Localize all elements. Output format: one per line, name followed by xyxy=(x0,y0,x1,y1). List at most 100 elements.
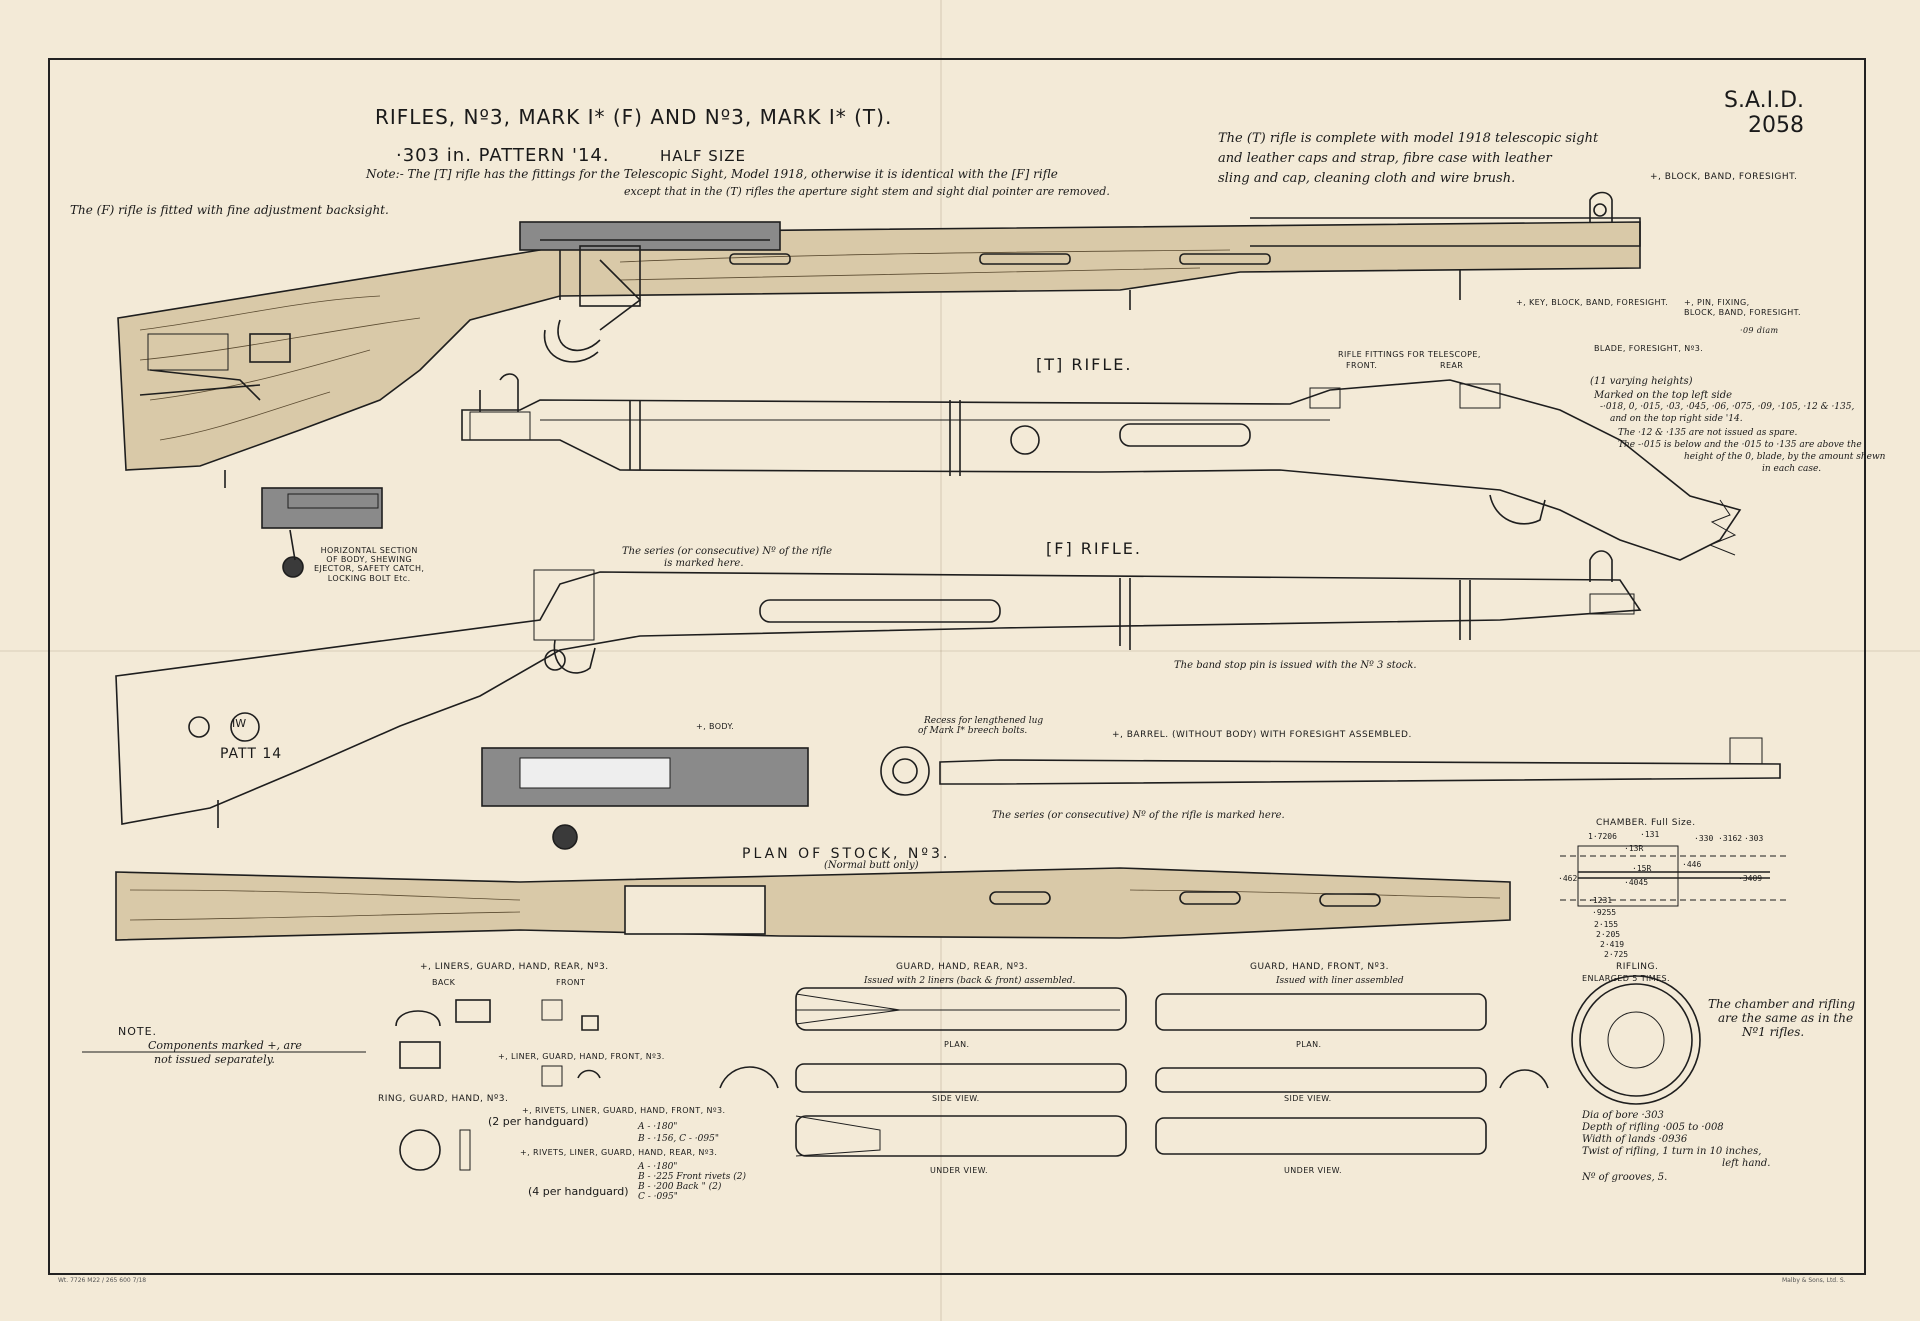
blade-note-4: and on the top right side '14. xyxy=(1610,414,1743,424)
guard-hand-rear-label: GUARD, HAND, REAR, Nº3. xyxy=(896,962,1029,972)
recess-note-1: Recess for lengthened lug xyxy=(924,716,1044,726)
iw-mark: IW xyxy=(232,717,247,730)
blade-note-8: in each case. xyxy=(1762,464,1822,474)
t-rifle-drawing xyxy=(461,373,1742,561)
rivet-rear-c: B - ·200 Back " (2) xyxy=(638,1182,722,1192)
fittings-rear-label: REAR xyxy=(1440,361,1464,370)
rivets-front-label: +, RIVETS, LINER, GUARD, HAND, FRONT, Nº… xyxy=(522,1106,726,1115)
printer-imprint-left: Wt. 7726 M22 / 265 600 7/18 xyxy=(58,1277,147,1284)
bore-note-4: Twist of rifling, 1 turn in 10 inches, xyxy=(1582,1146,1762,1157)
front-label: FRONT xyxy=(556,978,586,987)
back-label: BACK xyxy=(432,978,456,987)
t-rifle-note-2: and leather caps and strap, fibre case w… xyxy=(1218,151,1552,166)
sheet-border xyxy=(48,58,1866,1275)
chamber-dim: ·462 xyxy=(1558,874,1578,883)
barrel-drawing xyxy=(880,737,1781,796)
chamber-dimensions: 1·7206 ·131 ·13R ·15R ·4045 ·3409 ·462 ·… xyxy=(1558,830,1788,959)
plan-of-stock-drawing xyxy=(115,867,1511,941)
rivet-rear-d: C - ·095" xyxy=(638,1192,678,1202)
chamber-note-1: The chamber and rifling xyxy=(1708,997,1856,1011)
liners-label: +, LINERS, GUARD, HAND, REAR, Nº3. xyxy=(420,962,609,972)
ref-line-1: S.A.I.D. xyxy=(1724,88,1805,113)
under-view-label-rear: UNDER VIEW. xyxy=(930,1166,988,1175)
chamber-dim: ·1231 xyxy=(1588,896,1613,905)
chamber-dim: ·9255 xyxy=(1592,908,1617,917)
key-block-label: +, KEY, BLOCK, BAND, FORESIGHT. xyxy=(1516,298,1669,307)
side-view-label-front: SIDE VIEW. xyxy=(1284,1094,1332,1103)
note-components-2: not issued separately. xyxy=(154,1053,275,1066)
band-stop-note: The band stop pin is issued with the Nº … xyxy=(1174,660,1417,671)
bore-note-6: Nº of grooves, 5. xyxy=(1582,1172,1668,1183)
chamber-dim: ·15R xyxy=(1632,864,1652,873)
per-2-label: (2 per handguard) xyxy=(488,1115,589,1128)
rivet-rear-b: B - ·225 Front rivets (2) xyxy=(638,1172,746,1182)
per-4-label: (4 per handguard) xyxy=(528,1185,629,1198)
hsec-line-4: LOCKING BOLT Etc. xyxy=(327,573,411,583)
liners-rings-drawing xyxy=(395,999,779,1171)
block-band-label: +, BLOCK, BAND, FORESIGHT. xyxy=(1650,172,1798,182)
chamber-dim: ·3409 xyxy=(1738,874,1763,883)
rivet-front-b: B - ·156, C - ·095" xyxy=(638,1134,719,1144)
ref-line-2: 2058 xyxy=(1748,113,1805,139)
blade-note-2: Marked on the top left side xyxy=(1594,390,1733,401)
guard-hand-rear-sub: Issued with 2 liners (back & front) asse… xyxy=(864,976,1076,986)
note-line-1: Note:- The [T] rifle has the fittings fo… xyxy=(366,167,1058,181)
plan-of-stock-label: PLAN OF STOCK, Nº3. xyxy=(742,846,951,862)
barrel-series-note: The series (or consecutive) Nº of the ri… xyxy=(992,810,1285,821)
chamber-dim: 2·155 xyxy=(1594,920,1619,929)
plan-of-stock-sub: (Normal butt only) xyxy=(824,860,919,871)
body-inset-drawing xyxy=(481,747,809,850)
chamber-dim: 1·7206 xyxy=(1588,832,1617,841)
note-header: NOTE. xyxy=(118,1025,158,1038)
chamber-dim: ·13R xyxy=(1624,844,1644,853)
chamber-dim: ·330 xyxy=(1694,834,1714,843)
t-rifle-note-1: The (T) rifle is complete with model 191… xyxy=(1218,131,1599,146)
f-rifle-note: The (F) rifle is fitted with fine adjust… xyxy=(70,203,389,217)
ref-number: S.A.I.D. 2058 xyxy=(1724,88,1804,139)
note-components-1: Components marked +, are xyxy=(148,1039,302,1052)
recess-note-2: of Mark I* breech bolts. xyxy=(918,726,1028,736)
page-subtitle: ·303 in. PATTERN '14. xyxy=(396,145,610,166)
fittings-label: RIFLE FITTINGS FOR TELESCOPE, xyxy=(1338,350,1481,359)
chamber-dim: ·446 xyxy=(1682,860,1702,869)
body-label: +, BODY. xyxy=(696,722,735,731)
bore-note-5: left hand. xyxy=(1722,1158,1771,1169)
series-note-2: is marked here. xyxy=(664,558,744,569)
horizontal-section-inset xyxy=(261,487,383,578)
guard-hand-front-sub: Issued with liner assembled xyxy=(1276,976,1404,986)
series-note-1: The series (or consecutive) Nº of the ri… xyxy=(622,546,833,557)
page-title: RIFLES, Nº3, MARK I* (F) AND Nº3, MARK I… xyxy=(375,105,893,129)
ring-label: RING, GUARD, HAND, Nº3. xyxy=(378,1094,509,1104)
plan-label-front: PLAN. xyxy=(1296,1040,1322,1049)
fold-crease-horizontal xyxy=(0,650,1920,652)
f-rifle-drawing xyxy=(115,550,1642,828)
liner-front-label: +, LINER, GUARD, HAND, FRONT, Nº3. xyxy=(498,1052,665,1061)
chamber-dim: 2·419 xyxy=(1600,940,1625,949)
fold-crease-vertical xyxy=(940,0,942,1321)
t-rifle-note-3: sling and cap, cleaning cloth and wire b… xyxy=(1218,171,1516,186)
blade-note-6: The -·015 is below and the ·015 to ·135 … xyxy=(1618,440,1862,450)
hsec-line-3: EJECTOR, SAFETY CATCH, xyxy=(314,564,425,574)
pin-fixing-label-2: BLOCK, BAND, FORESIGHT. xyxy=(1684,308,1801,317)
hsec-line-1: HORIZONTAL SECTION xyxy=(320,546,418,555)
sectioned-rifle-drawing xyxy=(117,191,1641,488)
printer-imprint-right: Malby & Sons, Ltd. S. xyxy=(1782,1277,1846,1284)
chamber-label: CHAMBER. Full Size. xyxy=(1596,818,1696,828)
rivet-front-a: A - ·180" xyxy=(638,1122,678,1132)
f-rifle-label: [F] RIFLE. xyxy=(1046,539,1142,558)
t-rifle-label: [T] RIFLE. xyxy=(1036,355,1133,374)
bore-note-1: Dia of bore ·303 xyxy=(1582,1110,1664,1121)
hand-guards-drawing xyxy=(795,987,1549,1157)
chamber-dim: ·3162 xyxy=(1718,834,1743,843)
side-view-label-rear: SIDE VIEW. xyxy=(932,1094,980,1103)
blade-note-5: The ·12 & ·135 are not issued as spare. xyxy=(1618,428,1798,438)
bore-note-2: Depth of rifling ·005 to ·008 xyxy=(1582,1122,1724,1133)
chamber-note-2: are the same as in the xyxy=(1718,1011,1854,1025)
under-view-label-front: UNDER VIEW. xyxy=(1284,1166,1342,1175)
horizontal-section-label: HORIZONTAL SECTION OF BODY, SHEWING EJEC… xyxy=(314,546,424,583)
barrel-label: +, BARREL. (WITHOUT BODY) WITH FORESIGHT… xyxy=(1112,730,1412,740)
guard-hand-front-label: GUARD, HAND, FRONT, Nº3. xyxy=(1250,962,1389,972)
note-line-2: except that in the (T) rifles the apertu… xyxy=(624,185,1110,198)
fittings-front-label: FRONT. xyxy=(1346,361,1378,370)
